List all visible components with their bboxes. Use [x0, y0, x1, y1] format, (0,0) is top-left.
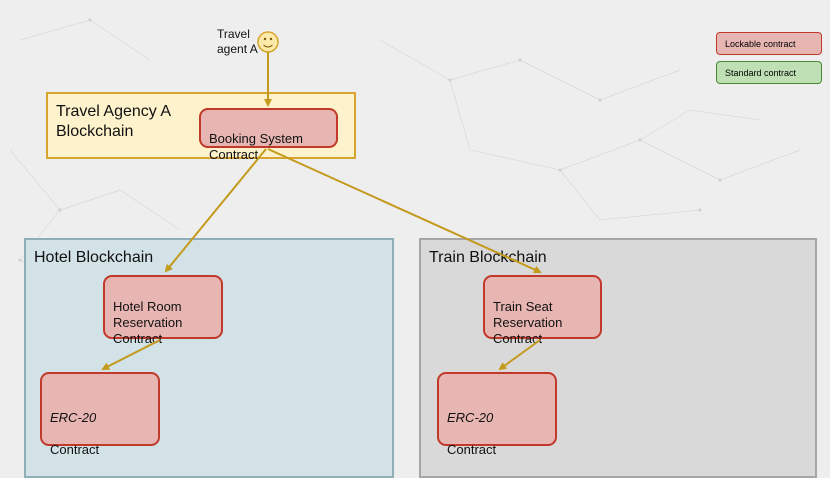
train-erc20-contract: ERC-20 Contract	[437, 372, 557, 457]
legend-standard-contract: Standard contract	[716, 61, 822, 84]
hotel-room-reservation-contract-label: Hotel Room Reservation Contract	[113, 299, 183, 346]
arrow-booking-to-hotel-room	[164, 148, 267, 273]
booking-system-contract: Booking System Contract	[199, 108, 338, 162]
travel-agent-label: Travel agent A	[217, 27, 258, 56]
arrow-train-seat-to-erc20	[498, 339, 541, 371]
legend-lockable-contract: Lockable contract	[716, 32, 822, 55]
train-erc20-name: ERC-20	[447, 410, 494, 425]
hotel-blockchain-title: Hotel Blockchain	[34, 249, 154, 266]
arrow-booking-to-train-seat	[267, 148, 542, 274]
legend-lockable-label: Lockable contract	[725, 39, 796, 49]
train-seat-reservation-contract-label: Train Seat Reservation Contract	[493, 299, 563, 346]
legend-standard-label: Standard contract	[725, 68, 797, 78]
hotel-room-reservation-contract: Hotel Room Reservation Contract	[103, 275, 223, 346]
smiley-icon	[257, 31, 279, 53]
travel-agency-blockchain-title: Travel Agency A Blockchain	[56, 103, 172, 140]
hotel-erc20-name: ERC-20	[50, 410, 97, 425]
hotel-erc20-suffix: Contract	[50, 442, 100, 457]
arrow-hotel-room-to-erc20	[101, 339, 161, 370]
hotel-erc20-contract: ERC-20 Contract	[40, 372, 160, 457]
train-erc20-suffix: Contract	[447, 442, 497, 457]
connection-arrows	[101, 31, 542, 371]
train-seat-reservation-contract: Train Seat Reservation Contract	[483, 275, 602, 346]
network-background	[9, 18, 801, 361]
booking-system-contract-label: Booking System Contract	[209, 131, 303, 162]
